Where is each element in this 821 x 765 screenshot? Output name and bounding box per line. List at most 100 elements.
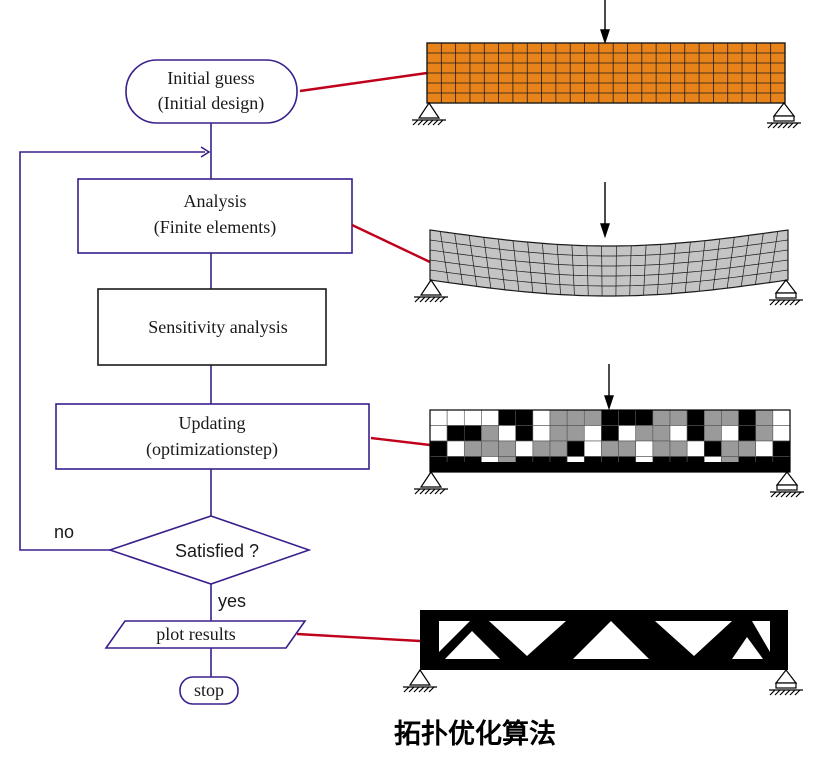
roller-support-truss <box>769 669 803 696</box>
density-cell <box>583 440 602 457</box>
density-cell <box>686 409 705 426</box>
pin-support-mesh2 <box>414 278 448 303</box>
mesh-line <box>429 249 789 267</box>
roller-support-mesh1 <box>767 102 801 129</box>
density-cell <box>481 425 499 442</box>
density-cell <box>618 425 637 442</box>
density-cell <box>686 440 705 457</box>
connector-plot <box>296 632 421 643</box>
density-cell <box>566 409 585 426</box>
mesh-line <box>556 244 561 295</box>
connector-updating <box>370 436 431 447</box>
analysis-line2: (Finite elements) <box>154 217 276 238</box>
density-cell <box>446 409 465 426</box>
density-cell <box>669 425 688 442</box>
density-cell <box>703 425 722 442</box>
density-cell <box>446 425 465 442</box>
density-cell <box>772 425 791 442</box>
connector-analysis <box>351 223 431 264</box>
mesh-line <box>454 233 463 285</box>
density-cell <box>703 409 722 426</box>
stop-label: stop <box>194 680 224 700</box>
edge-loop-no <box>19 151 205 551</box>
mesh-line <box>740 235 750 286</box>
stop-node: stop <box>179 676 239 705</box>
density-cell <box>498 425 517 442</box>
density-cell <box>669 440 688 457</box>
density-cell <box>532 425 551 442</box>
density-cell <box>755 409 774 426</box>
mesh-line <box>755 233 764 285</box>
density-mesh <box>429 409 791 473</box>
density-cell <box>481 409 499 426</box>
decision-label: Satisfied ? <box>175 541 259 561</box>
density-cell <box>738 409 757 426</box>
density-cell <box>721 425 739 442</box>
figure-caption: 拓扑优化算法 <box>394 719 556 750</box>
load-arrow-mesh2 <box>600 182 610 239</box>
mesh-line <box>698 240 706 291</box>
mesh-line <box>440 231 449 283</box>
density-cell <box>446 440 465 457</box>
density-cell <box>549 440 568 457</box>
updating-node: Updating (optimizationstep) <box>55 403 370 470</box>
density-cell <box>635 425 654 442</box>
density-cell <box>686 425 705 442</box>
initial-design-mesh <box>426 42 786 104</box>
density-cell <box>601 409 619 426</box>
final-truss-structure <box>420 610 788 670</box>
decision-node: Satisfied ? <box>107 515 312 585</box>
density-cell <box>618 409 637 426</box>
mesh-line <box>615 245 617 296</box>
mesh-line <box>498 239 506 290</box>
density-cell <box>429 425 448 442</box>
analysis-line1: Analysis <box>184 191 247 211</box>
density-cell <box>618 440 637 457</box>
density-cell <box>755 425 774 442</box>
density-cell <box>463 425 482 442</box>
density-cell <box>652 425 671 442</box>
mesh-line <box>726 237 735 288</box>
density-cell <box>652 440 671 457</box>
sensitivity-node: Sensitivity analysis <box>97 288 327 366</box>
pin-support-truss <box>403 668 437 693</box>
mesh-line <box>670 243 676 294</box>
pin-support-mesh3 <box>414 470 448 495</box>
density-cell <box>635 409 654 426</box>
density-cell <box>721 440 739 457</box>
load-arrow-mesh1 <box>600 0 610 45</box>
mesh-line <box>527 242 534 293</box>
start-node: Initial guess (Initial design) <box>125 59 298 124</box>
density-cell <box>583 409 602 426</box>
yes-label: yes <box>218 591 246 611</box>
density-cell <box>772 409 791 426</box>
density-cell <box>481 440 499 457</box>
plot-label: plot results <box>156 624 236 644</box>
density-cell <box>429 409 448 426</box>
mesh-line <box>629 245 632 296</box>
mesh-line <box>657 244 662 295</box>
density-cell <box>515 409 534 426</box>
density-cell <box>772 440 791 457</box>
connector-initial <box>299 71 428 93</box>
density-cell <box>515 440 534 457</box>
roller-support-mesh3 <box>770 471 804 498</box>
mesh-line <box>601 245 603 296</box>
density-cell <box>669 409 688 426</box>
mesh-line <box>571 245 575 296</box>
updating-line1: Updating <box>179 413 246 433</box>
density-cell <box>566 425 585 442</box>
updating-line2: (optimizationstep) <box>146 439 278 460</box>
mesh-line <box>468 235 478 286</box>
density-cell <box>601 440 619 457</box>
density-cell <box>515 425 534 442</box>
supports <box>403 101 804 696</box>
mesh-line <box>769 231 778 283</box>
density-cell <box>463 440 482 457</box>
deformed-mesh <box>429 229 789 297</box>
density-cell <box>583 425 602 442</box>
density-cell <box>652 409 671 426</box>
density-cell <box>703 440 722 457</box>
mesh-line <box>483 237 492 288</box>
